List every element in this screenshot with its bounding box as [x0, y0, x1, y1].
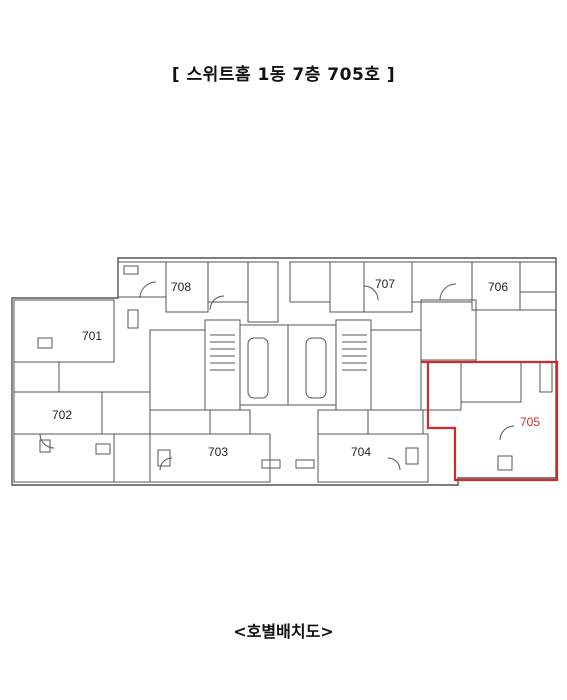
unit-label-702: 702	[52, 408, 72, 422]
unit-label-701: 701	[82, 329, 102, 343]
unit-705-highlight	[421, 360, 559, 482]
page-title: [ 스위트홈 1동 7층 705호 ]	[171, 65, 396, 85]
unit-label-708: 708	[171, 280, 191, 294]
plan-caption: <호별배치도>	[233, 622, 334, 641]
unit-label-706: 706	[488, 280, 508, 294]
unit-label-707: 707	[375, 277, 395, 291]
unit-label-705: 705	[520, 415, 540, 429]
unit-label-704: 704	[351, 445, 371, 459]
unit-label-703: 703	[208, 445, 228, 459]
plan-walls	[11, 257, 557, 486]
